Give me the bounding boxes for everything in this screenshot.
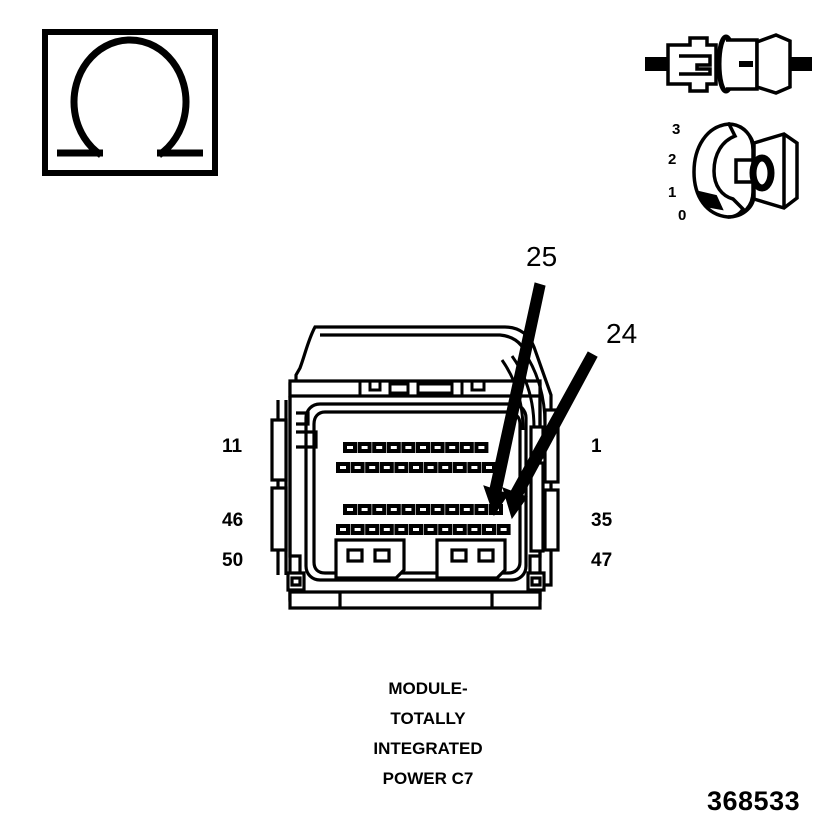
callout-leader-24 xyxy=(502,351,598,520)
pin-cavity xyxy=(430,442,445,453)
ohm-glyph xyxy=(70,36,190,158)
latch-teeth xyxy=(358,381,486,396)
pin-label-right-1: 1 xyxy=(591,436,602,457)
pin-cavity xyxy=(386,504,401,515)
pin-cavity xyxy=(350,524,365,535)
pin-row xyxy=(336,462,496,473)
lock-tab-left-hole xyxy=(290,576,302,587)
pin-cavity xyxy=(394,462,409,473)
key-position-0-label: 0 xyxy=(678,207,687,224)
pin-cavity xyxy=(467,524,482,535)
terminal-right-hole-1 xyxy=(450,548,468,563)
lock-tab-right-hole xyxy=(530,576,542,587)
pin-cavity xyxy=(372,504,387,515)
pin-cavity xyxy=(336,524,350,535)
pin-cavity xyxy=(482,462,496,473)
pin-cavity xyxy=(365,462,380,473)
pin-label-left-50: 50 xyxy=(222,550,244,571)
female-body-rear xyxy=(755,33,792,95)
callout-leader-25 xyxy=(483,282,546,517)
pin-row xyxy=(343,504,503,515)
pin-cavity xyxy=(379,524,394,535)
pin-cavity xyxy=(343,442,357,453)
connector-caption: MODULE- TOTALLY INTEGRATED POWER C7 xyxy=(298,680,558,787)
pin-cavity xyxy=(372,442,387,453)
key-position-1-label: 1 xyxy=(668,184,677,201)
terminal-right-hole-2 xyxy=(477,548,495,563)
key-position-3-label: 3 xyxy=(672,121,681,138)
pin-cavity xyxy=(430,504,445,515)
figure-number: 368533 xyxy=(707,786,801,816)
pin-cavity xyxy=(409,462,423,473)
callout-label-24: 24 xyxy=(606,318,638,349)
pin-cavity xyxy=(445,504,460,515)
inner-cavity-wall-2 xyxy=(312,410,522,575)
pin-cavity xyxy=(386,442,401,453)
pin-cavity xyxy=(474,504,489,515)
pin-cavity xyxy=(350,462,365,473)
left-rail-segment-a xyxy=(270,418,288,482)
pin-row xyxy=(343,442,489,453)
right-rail-segment-b xyxy=(543,488,560,552)
pin-cavity xyxy=(445,442,460,453)
key-head-zero-glyph xyxy=(749,154,775,192)
key-position-2-label: 2 xyxy=(668,151,677,168)
male-plug-body xyxy=(666,36,718,93)
pin-cavity xyxy=(423,462,438,473)
pin-cavity xyxy=(438,462,453,473)
pin-cavity xyxy=(357,442,372,453)
left-wire-stub xyxy=(645,57,668,71)
callout-label-25: 25 xyxy=(526,241,558,272)
pin-cavity xyxy=(401,504,416,515)
pin-cavity xyxy=(459,442,474,453)
pin-label-left-11: 11 xyxy=(222,436,243,457)
pin-cavity xyxy=(452,462,467,473)
caption-line-3: INTEGRATED xyxy=(373,739,483,758)
pin-row xyxy=(336,524,511,535)
pin-cavity xyxy=(467,462,482,473)
left-guide-rail-step xyxy=(296,411,318,449)
pin-label-right-35: 35 xyxy=(591,510,613,531)
pin-cavity xyxy=(336,462,350,473)
pin-cavity xyxy=(394,524,409,535)
terminal-left-hole-1 xyxy=(346,548,364,563)
pin-cavity xyxy=(365,524,380,535)
pin-cavity xyxy=(416,504,430,515)
right-wire-stub xyxy=(790,57,812,71)
pin-cavity xyxy=(474,442,489,453)
pin-cavity xyxy=(401,442,416,453)
key-position-pointer xyxy=(697,190,724,211)
female-key-slot xyxy=(739,61,753,67)
pin-cavity xyxy=(482,524,496,535)
terminal-left-hole-2 xyxy=(373,548,391,563)
plug-tongue xyxy=(679,54,712,76)
pin-label-left-46: 46 xyxy=(222,510,244,531)
pin-label-right-47: 47 xyxy=(591,550,613,571)
bottom-flange-ticks xyxy=(338,592,494,608)
pin-cavity xyxy=(496,524,511,535)
caption-line-1: MODULE- xyxy=(388,679,468,698)
left-rail-segment-b xyxy=(270,486,288,552)
pin-cavity xyxy=(379,462,394,473)
pin-cavity xyxy=(452,524,467,535)
caption-line-2: TOTALLY xyxy=(390,709,466,728)
caption-line-4: POWER C7 xyxy=(382,769,474,788)
pin-cavity xyxy=(357,504,372,515)
pin-cavity xyxy=(416,442,430,453)
pin-cavity xyxy=(409,524,423,535)
pin-cavity xyxy=(343,504,357,515)
pin-cavity xyxy=(423,524,438,535)
bottom-flange xyxy=(288,590,542,610)
ohm-symbol-box xyxy=(42,29,218,176)
pin-cavity xyxy=(459,504,474,515)
pin-cavity xyxy=(438,524,453,535)
